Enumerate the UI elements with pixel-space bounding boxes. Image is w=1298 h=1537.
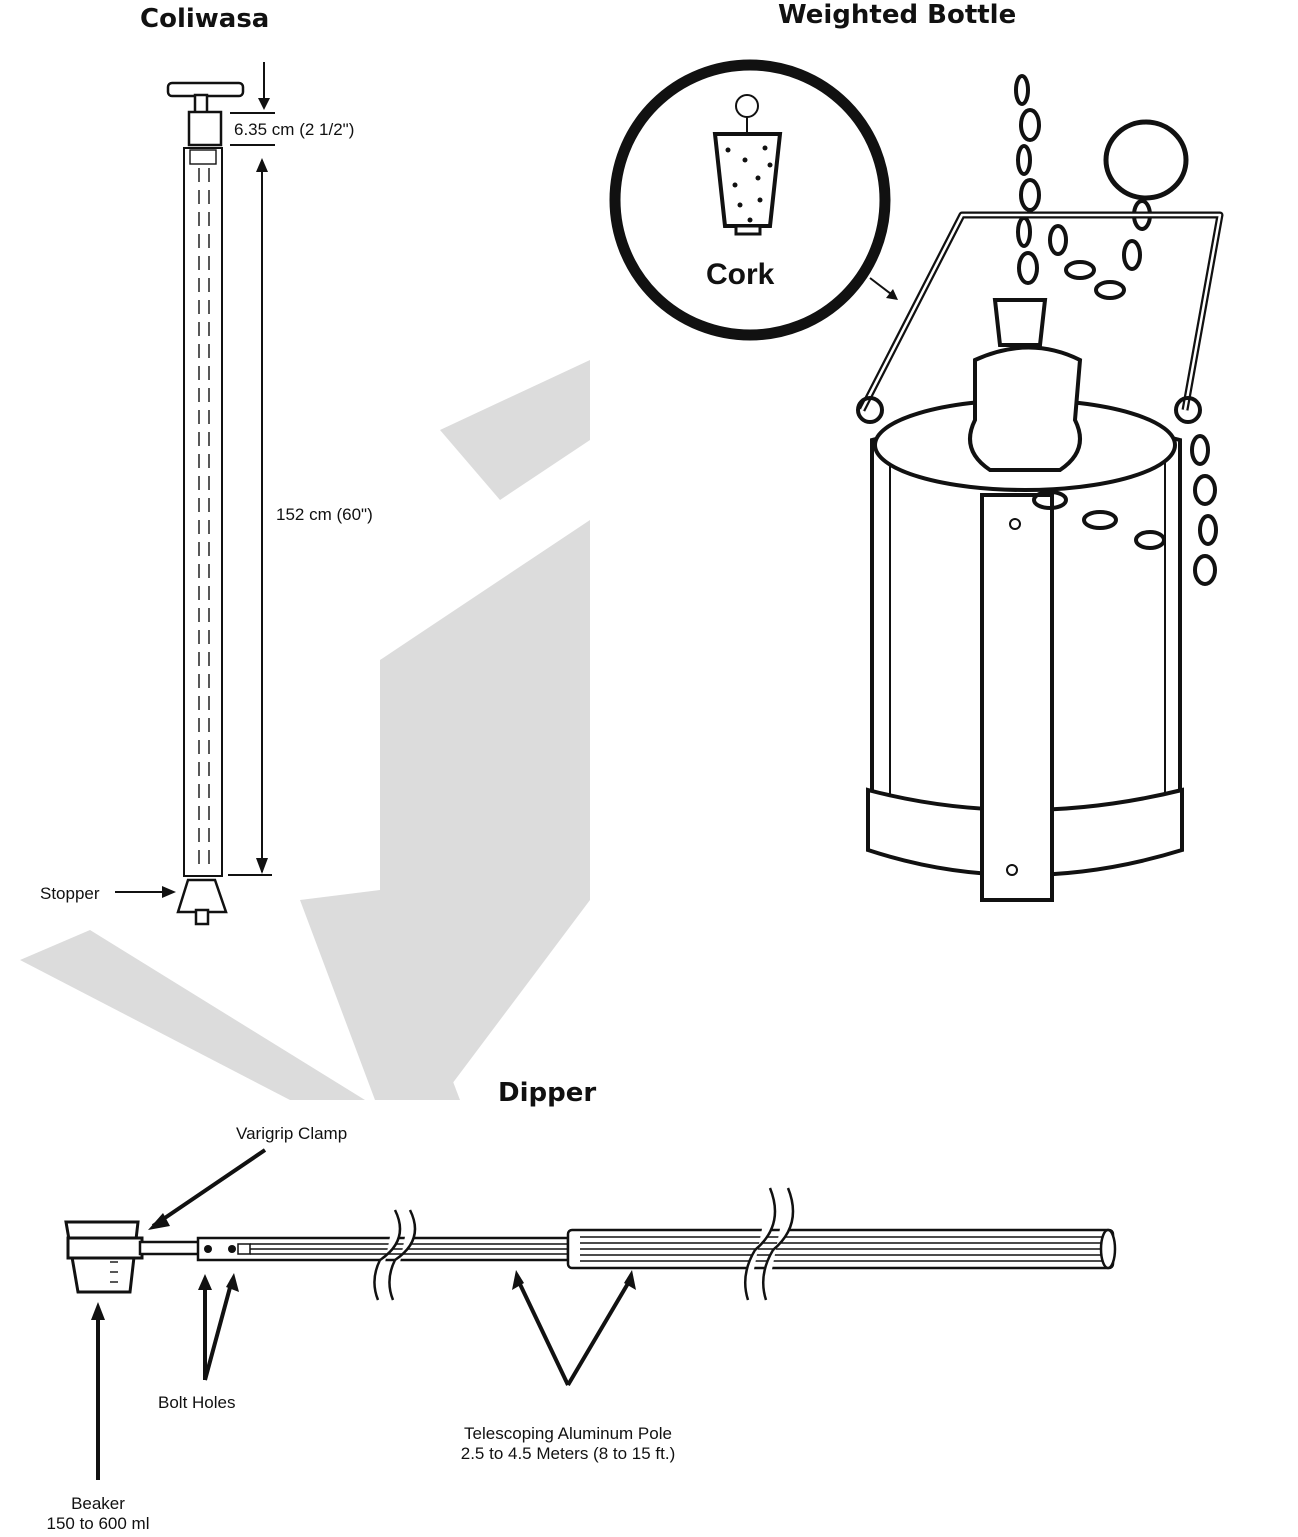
title-coliwasa: Coliwasa	[140, 4, 270, 34]
center-strap	[980, 493, 1054, 902]
cork-shape	[712, 132, 783, 228]
coliwasa-stopper-label: Stopper	[40, 884, 100, 903]
cork-label: Cork	[706, 258, 775, 291]
chain	[1014, 74, 1152, 300]
bolt-holes-label: Bolt Holes	[158, 1393, 236, 1412]
coliwasa-tube	[183, 147, 223, 877]
coliwasa-stopper	[176, 878, 228, 914]
break-mark-2	[743, 1187, 795, 1301]
break-mark-1	[373, 1209, 417, 1301]
coliwasa-top-cap	[187, 110, 223, 147]
pole-label: Telescoping Aluminum Pole 2.5 to 4.5 Met…	[418, 1424, 718, 1464]
bolt-hole-2	[228, 1245, 236, 1253]
coliwasa-dim-top: 6.35 cm (2 1/2")	[234, 120, 355, 139]
beaker-label-line1: Beaker	[71, 1494, 125, 1513]
title-weighted-bottle: Weighted Bottle	[778, 0, 1017, 30]
beaker-label-line2: 150 to 600 ml	[46, 1514, 150, 1533]
lift-ring	[1103, 119, 1189, 201]
beaker-label: Beaker 150 to 600 ml	[18, 1494, 178, 1534]
coliwasa-dim-length: 152 cm (60")	[276, 505, 373, 524]
bolt-hole-1	[204, 1245, 212, 1253]
pole-label-line1: Telescoping Aluminum Pole	[464, 1424, 672, 1443]
bottle-neck	[968, 345, 1083, 472]
title-dipper: Dipper	[498, 1078, 597, 1108]
pole-label-line2: 2.5 to 4.5 Meters (8 to 15 ft.)	[460, 1444, 676, 1463]
clamp-arm	[138, 1240, 202, 1256]
varigrip-clamp-label: Varigrip Clamp	[236, 1124, 348, 1143]
